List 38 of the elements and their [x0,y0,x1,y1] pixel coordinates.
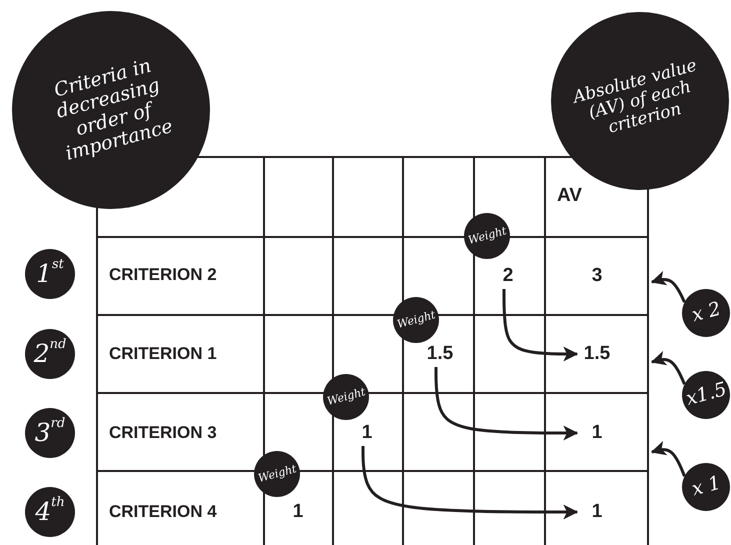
value-text: 1 [577,420,617,446]
rank-text: 2$^{nd}$ [34,340,66,368]
value-text: 1.5 [420,341,460,367]
criterion-name: CRITERION 2 [109,265,217,285]
curved-arrow [434,367,578,440]
value-text: 1 [278,499,318,525]
rank-badge [25,408,75,458]
criterion-name: CRITERION 1 [109,344,217,364]
multiplier-badge [682,371,730,419]
multiplier-text: x 1 [689,473,723,501]
criterion-name: CRITERION 4 [109,502,217,522]
rank-text: 3$^{rd}$ [34,419,66,447]
criterion-name: CRITERION 3 [109,423,217,443]
value-text: 3 [577,263,617,289]
curved-arrow [650,270,686,303]
rank-badge [25,329,75,379]
rank-text: 4$^{th}$ [35,498,65,526]
column-header: AV [557,185,582,207]
weight-text: Weight [326,386,366,408]
heading-text: Absolute value (AV) of each criterion [570,56,700,140]
multiplier-text: x 2 [689,299,723,327]
multiplier-badge [682,289,730,337]
rank-badge [25,487,75,537]
weight-text: Weight [256,463,298,485]
rank-badge [25,249,75,299]
value-text: 2 [488,263,528,289]
curved-arrow [502,289,578,362]
multiplier-text: x1.5 [683,379,729,411]
value-text: 1 [577,499,617,525]
weight-text: Weight [396,309,436,331]
curved-arrow [650,440,686,477]
weight-text: Weight [466,225,508,247]
multiplier-badge [682,463,730,511]
curved-arrow [650,350,686,385]
curved-arrow [362,446,578,520]
rank-text: 1$^{st}$ [36,260,64,288]
value-text: 1 [347,420,387,446]
value-text: 1.5 [577,341,617,367]
